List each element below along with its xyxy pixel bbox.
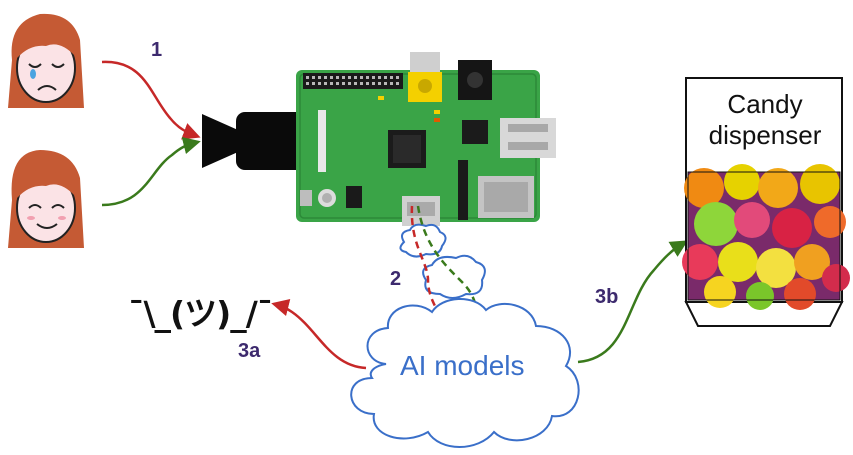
step-2-label: 2 bbox=[390, 268, 402, 290]
small-cloud-upper bbox=[399, 223, 447, 258]
ai-models-label: AI models bbox=[400, 350, 525, 381]
step-1-label: 1 bbox=[151, 39, 163, 61]
small-cloud-lower bbox=[422, 254, 486, 299]
raspberry-pi-board bbox=[296, 52, 556, 226]
ai-models-cloud bbox=[350, 297, 580, 448]
happy-to-camera-arrow bbox=[101, 137, 201, 207]
candy-photo bbox=[682, 164, 850, 310]
sad-face-icon bbox=[8, 13, 84, 108]
candy-dispenser-title: Candy dispenser bbox=[686, 89, 844, 151]
happy-face-icon bbox=[8, 150, 84, 248]
cloud-to-shrug-arrow bbox=[271, 299, 367, 370]
step-3b-label: 3b bbox=[595, 286, 619, 308]
candy-title-line1: Candy bbox=[727, 89, 803, 119]
cloud-to-candy-arrow bbox=[577, 240, 689, 364]
candy-title-line2: dispenser bbox=[708, 120, 822, 150]
step-3a-label: 3a bbox=[238, 340, 261, 362]
shrug-emoticon: ¯\_(ツ)_/¯ bbox=[128, 294, 273, 333]
sad-to-camera-arrow bbox=[101, 60, 201, 140]
